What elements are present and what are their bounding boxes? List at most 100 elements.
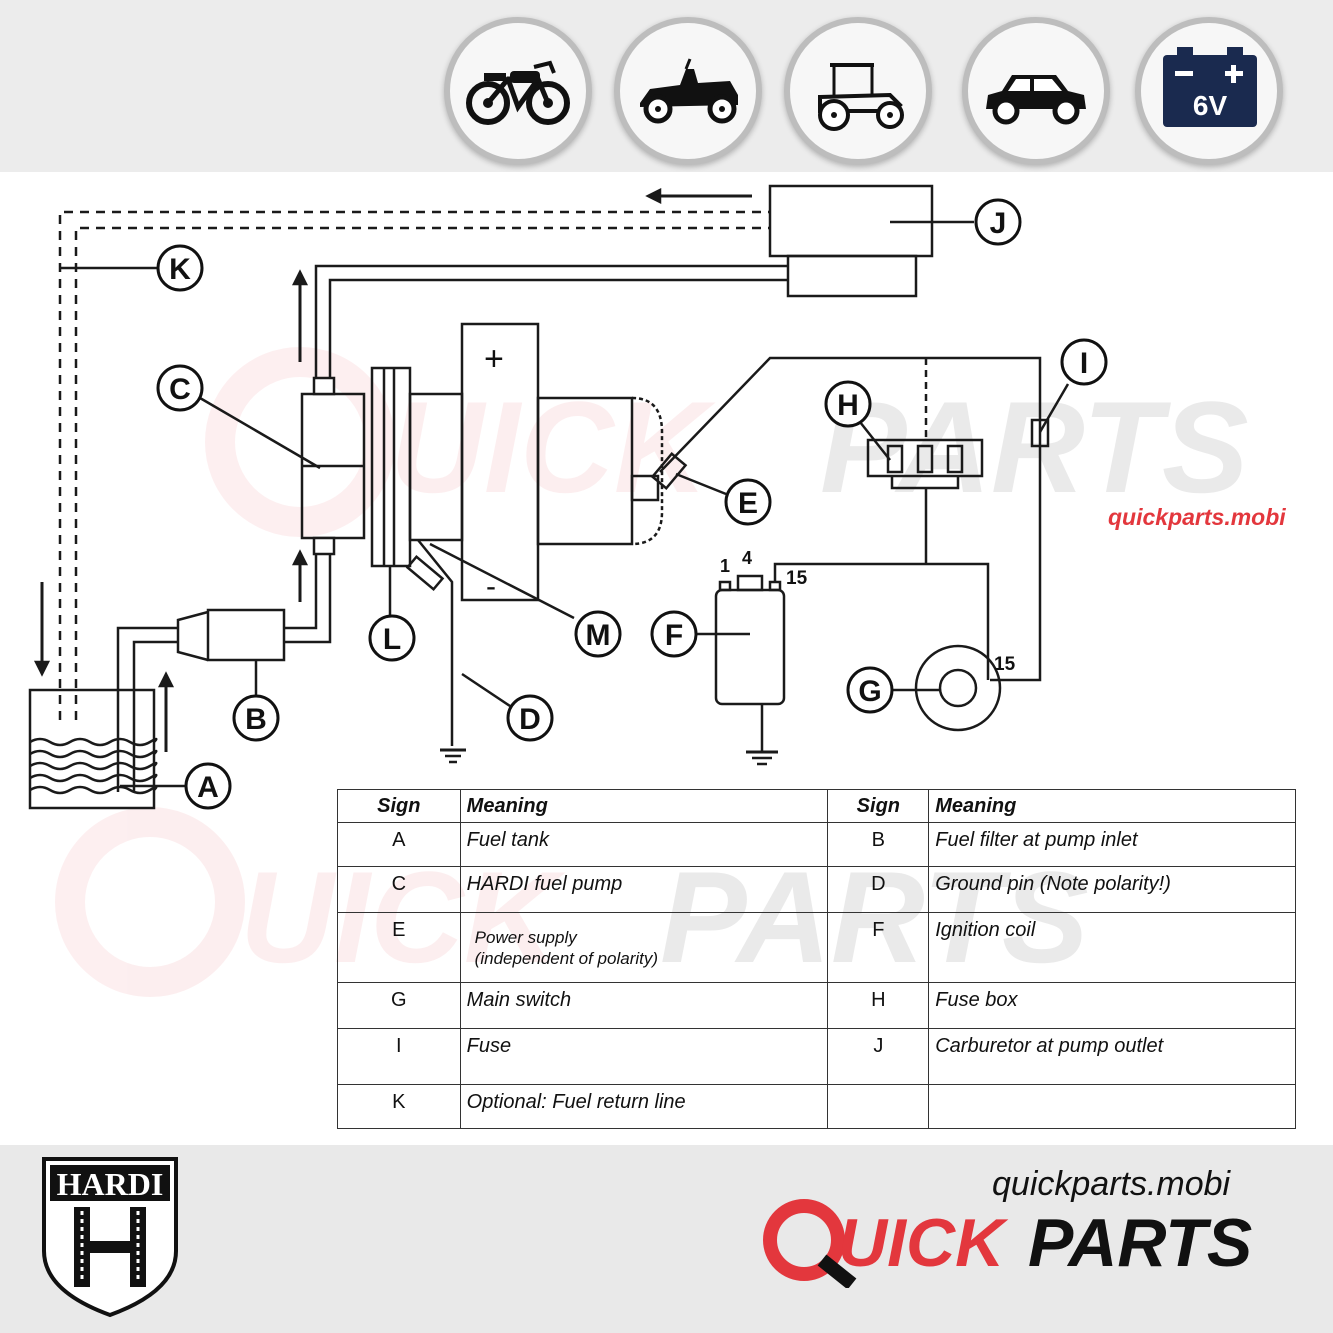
quickparts-logo-quick: UICK — [838, 1205, 1009, 1281]
meaning-cell: Fuse — [459, 1028, 829, 1085]
label-c: C — [156, 364, 204, 412]
label-a: A — [184, 762, 232, 810]
hardi-logo-text: HARDI — [57, 1166, 164, 1202]
sign-cell — [827, 1084, 930, 1129]
svg-text:L: L — [383, 623, 401, 656]
return-line-inner — [74, 226, 770, 720]
vintage-car-icon — [640, 58, 738, 124]
header-meaning-2: Meaning — [928, 789, 1296, 823]
label-i: I — [1060, 338, 1108, 386]
label-g: G — [846, 666, 894, 714]
outlet-pipe-a — [314, 264, 788, 382]
svg-text:K: K — [169, 253, 191, 286]
ground-wire — [417, 539, 454, 746]
table-row: K Optional: Fuel return line — [337, 1084, 1296, 1129]
svg-text:C: C — [169, 373, 191, 406]
label-f: F — [650, 610, 698, 658]
label-e: E — [724, 478, 772, 526]
header-sign-2: Sign — [827, 789, 930, 823]
svg-text:G: G — [858, 675, 881, 708]
label-d: D — [506, 694, 554, 742]
carriage-car-icon — [818, 63, 904, 131]
fuse-box-h — [866, 438, 984, 478]
sign-cell: E — [337, 912, 461, 983]
sign-cell: A — [337, 822, 461, 867]
svg-text:E: E — [738, 487, 758, 520]
label-m: M — [574, 610, 622, 658]
quickparts-logo-parts: PARTS — [1028, 1205, 1252, 1281]
leader-c — [199, 396, 321, 470]
pump-plus-label: + — [484, 340, 504, 378]
svg-text:M: M — [586, 619, 611, 652]
pump-minus-label: - — [486, 570, 496, 603]
sign-cell: H — [827, 982, 930, 1029]
watermark-url: quickparts.mobi — [1108, 504, 1286, 530]
sign-cell: D — [827, 866, 930, 913]
battery-icon: 6V — [1163, 47, 1257, 127]
fuel-tank-a — [28, 688, 156, 810]
quickparts-logo: UICK PARTS — [763, 1199, 1252, 1288]
sign-cell: K — [337, 1084, 461, 1129]
ignition-coil-f — [714, 588, 786, 706]
motorcycle-icon — [466, 60, 570, 125]
return-line-outer — [58, 210, 770, 720]
svg-text:I: I — [1080, 347, 1088, 380]
power-supply-line2: (independent of polarity) — [474, 949, 659, 968]
meaning-cell: HARDI fuel pump — [459, 866, 829, 913]
legend-header-row: Sign Meaning Sign Meaning — [337, 789, 1296, 823]
fuse-i — [1030, 418, 1050, 448]
badge-sedan-car — [962, 17, 1110, 165]
inlet-pipe-a — [284, 554, 318, 630]
sign-cell: F — [827, 912, 930, 983]
label-k: K — [156, 244, 204, 292]
top-banner: 6V — [0, 0, 1333, 172]
coil-terminal-4: 4 — [742, 548, 752, 568]
meaning-cell: Optional: Fuel return line — [459, 1084, 829, 1129]
outlet-pipe-b — [328, 278, 788, 382]
coil-terminal-1: 1 — [720, 556, 730, 576]
badge-battery: 6V — [1135, 17, 1283, 165]
switch-terminal-15: 15 — [994, 654, 1016, 675]
main-switch-g — [914, 644, 1002, 732]
table-row: I Fuse J Carburetor at pump outlet — [337, 1028, 1296, 1085]
meaning-cell: Main switch — [459, 982, 829, 1029]
leader-i — [1038, 383, 1070, 433]
svg-text:UICK: UICK — [390, 374, 716, 520]
meaning-cell: Power supply (independent of polarity) — [459, 912, 829, 983]
leader-e — [675, 472, 727, 496]
hardi-logo: HARDI — [42, 1157, 178, 1318]
sign-cell: G — [337, 982, 461, 1029]
table-row: E Power supply (independent of polarity)… — [337, 912, 1296, 983]
bottom-banner — [0, 1145, 1333, 1333]
table-row: C HARDI fuel pump D Ground pin (Note pol… — [337, 866, 1296, 913]
leader-m — [429, 542, 575, 620]
leader-h — [859, 421, 891, 461]
meaning-cell: Fuel filter at pump inlet — [928, 822, 1296, 867]
footer-url: quickparts.mobi — [992, 1165, 1231, 1203]
meaning-cell: Ground pin (Note polarity!) — [928, 866, 1296, 913]
label-j: J — [974, 198, 1022, 246]
power-supply-line1: Power supply — [474, 928, 577, 947]
label-h: H — [824, 380, 872, 428]
legend-table: Sign Meaning Sign Meaning A Fuel tank B … — [337, 789, 1296, 1129]
svg-text:J: J — [990, 207, 1007, 240]
coil-terminal-15: 15 — [786, 568, 808, 589]
sign-cell: J — [827, 1028, 930, 1085]
fuel-filter-b — [206, 608, 286, 662]
sedan-car-icon — [986, 75, 1086, 125]
label-l: L — [368, 614, 416, 662]
svg-text:A: A — [197, 771, 219, 804]
sign-cell: C — [337, 866, 461, 913]
header-meaning-1: Meaning — [459, 789, 829, 823]
svg-text:B: B — [245, 703, 267, 736]
battery-voltage-label: 6V — [1193, 90, 1228, 121]
table-row: G Main switch H Fuse box — [337, 982, 1296, 1029]
sign-cell: I — [337, 1028, 461, 1085]
power-wire — [659, 356, 1042, 682]
badge-motorcycle — [444, 17, 592, 165]
svg-text:D: D — [519, 703, 541, 736]
meaning-cell: Carburetor at pump outlet — [928, 1028, 1296, 1085]
meaning-cell: Fuse box — [928, 982, 1296, 1029]
table-row: A Fuel tank B Fuel filter at pump inlet — [337, 822, 1296, 867]
badge-vintage-car — [614, 17, 762, 165]
